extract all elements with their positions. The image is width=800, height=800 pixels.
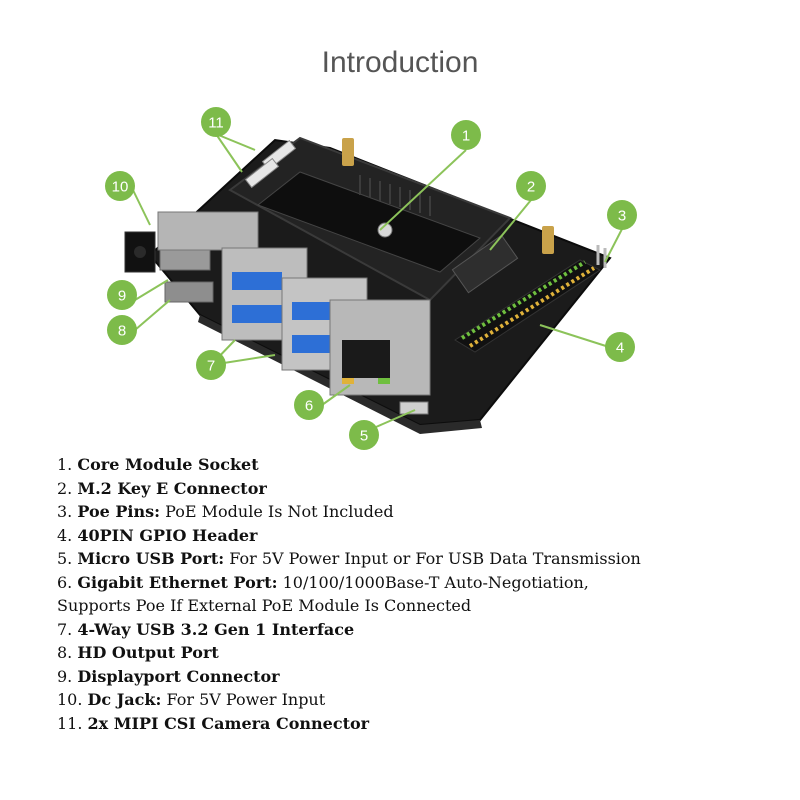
feature-item-7: 7. 4-Way USB 3.2 Gen 1 Interface (57, 619, 355, 639)
svg-text:5: 5 (360, 428, 368, 445)
feature-item-1: 1. Core Module Socket (57, 455, 259, 474)
feature-list: 1. Core Module Socket 2. M.2 Key E Conne… (57, 453, 657, 735)
feature-item-8: 8. HD Output Port (57, 643, 219, 662)
callout-8: 8 (107, 315, 137, 345)
feature-item-6: 6. Gigabit Ethernet Port: 10/100/1000Bas… (57, 572, 589, 616)
svg-text:2: 2 (527, 179, 535, 196)
displayport-connector (159, 247, 211, 271)
poe-pins (596, 245, 607, 268)
center-screw (377, 222, 393, 238)
feature-item-9: 9. Displayport Connector (57, 666, 280, 686)
m2-connector (451, 234, 519, 294)
module-pins (359, 175, 431, 216)
svg-text:3: 3 (618, 208, 626, 225)
micro-usb-port (399, 401, 429, 415)
svg-text:8: 8 (118, 323, 126, 340)
svg-text:6: 6 (305, 398, 313, 415)
feature-item-3: 3. Poe Pins: PoE Module Is Not Included (57, 502, 394, 521)
feature-item-4: 4. 40PIN GPIO Header (57, 525, 258, 545)
svg-text:10: 10 (112, 179, 129, 196)
top-usb-port (157, 211, 259, 251)
svg-text:4: 4 (616, 340, 624, 357)
csi-camera-connector-b (244, 157, 280, 189)
svg-text:11: 11 (208, 115, 224, 132)
usb3-ports (221, 247, 368, 371)
callout-7: 7 (196, 350, 226, 380)
standoff-left (342, 138, 354, 166)
callout-6: 6 (294, 390, 324, 420)
svg-text:7: 7 (207, 358, 215, 375)
standoff-right (542, 226, 554, 254)
callout-2: 2 (516, 171, 546, 201)
feature-item-11: 11. 2x MIPI CSI Camera Connector (57, 713, 370, 733)
feature-item-5: 5. Micro USB Port: For 5V Power Input or… (57, 549, 641, 568)
page-title: Introduction (321, 46, 479, 79)
ethernet-port (329, 299, 431, 396)
callout-5: 5 (349, 420, 379, 450)
board-diagram: 1 2 3 4 5 6 7 8 9 10 11 (105, 107, 637, 450)
svg-text:9: 9 (118, 288, 126, 305)
callout-9: 9 (107, 280, 137, 310)
callout-10: 10 (105, 171, 135, 201)
svg-text:1: 1 (462, 128, 470, 145)
feature-item-10: 10. Dc Jack: For 5V Power Input (57, 690, 326, 709)
socket-slot (256, 171, 481, 273)
callout-4: 4 (605, 332, 635, 362)
callout-1: 1 (451, 120, 481, 150)
callout-3: 3 (607, 200, 637, 230)
feature-item-2: 2. M.2 Key E Connector (57, 478, 267, 498)
gpio-header (454, 259, 602, 353)
hd-output-port (164, 281, 214, 303)
callout-11: 11 (201, 107, 231, 137)
